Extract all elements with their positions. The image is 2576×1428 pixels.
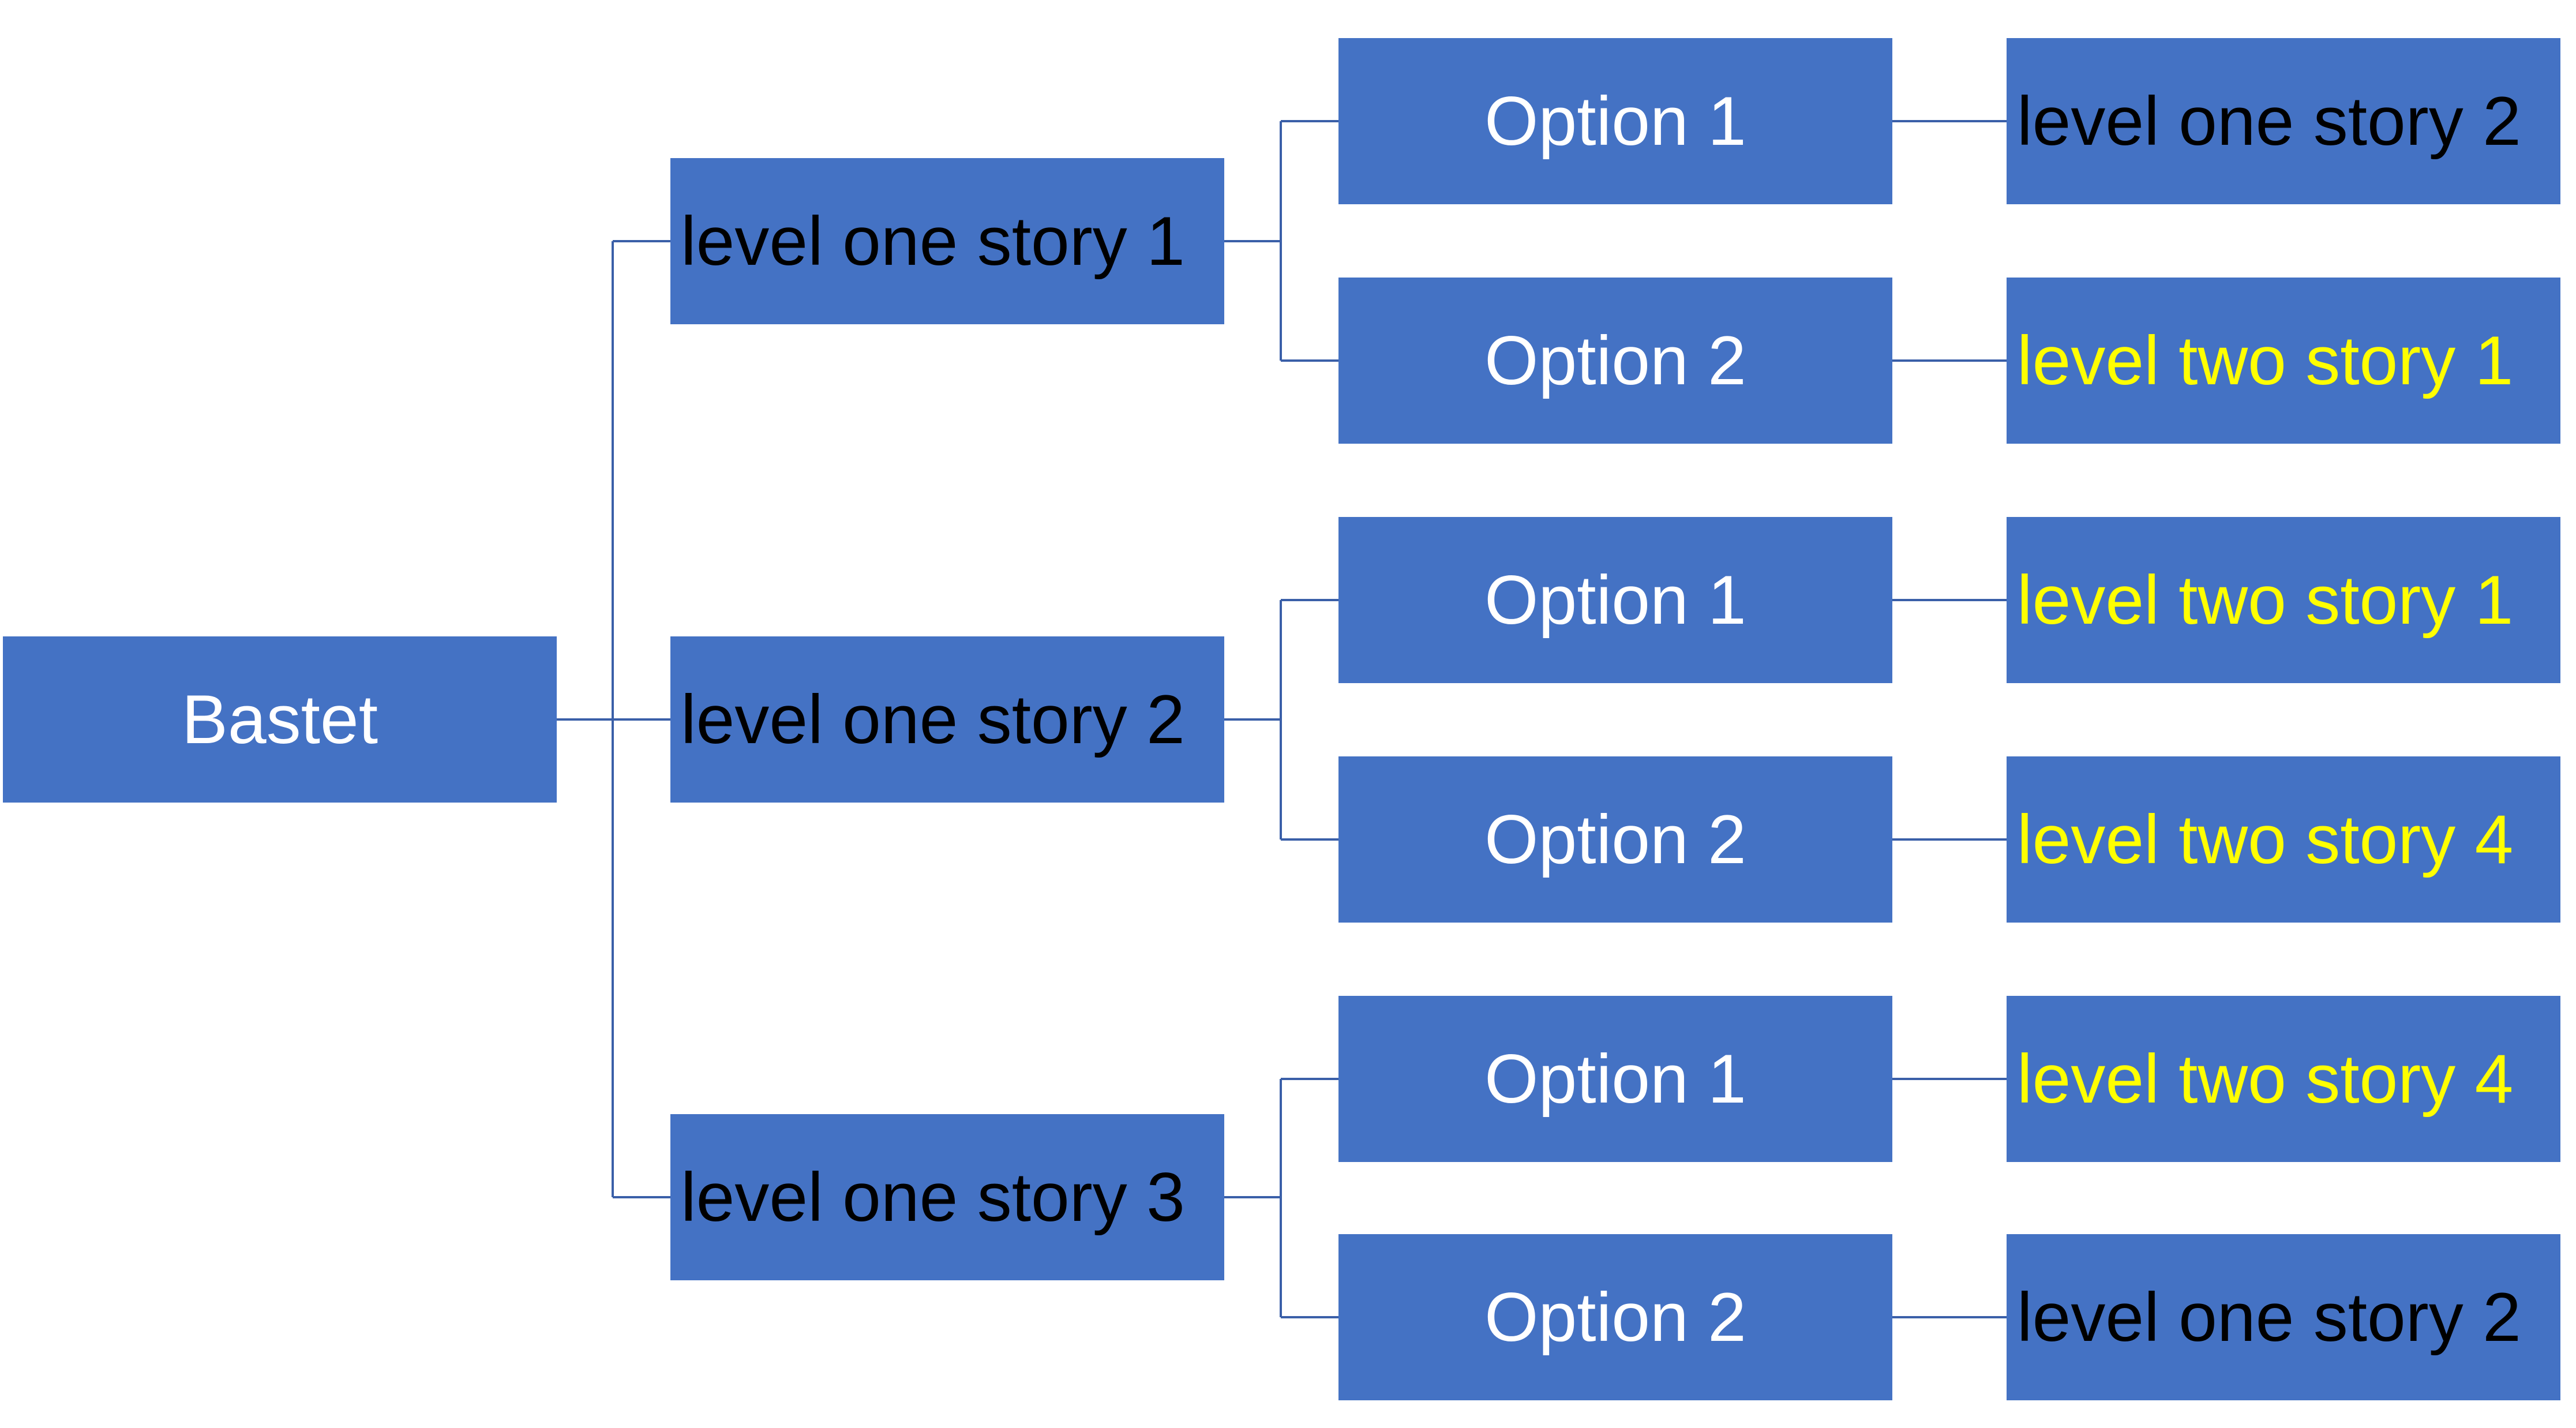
b2-option-1-label: Option 1: [1484, 561, 1746, 639]
branch-node-1: level one story 1: [670, 158, 1224, 324]
b2-o2-result-node: level two story 4: [2007, 756, 2560, 923]
branch-node-1-label: level one story 1: [681, 203, 1185, 280]
b1-o1-result-node: level one story 2: [2007, 38, 2560, 204]
b3-o1-result-label: level two story 4: [2017, 1040, 2514, 1118]
b2-option-2-node: Option 2: [1338, 756, 1892, 923]
b1-o2-result-label: level two story 1: [2017, 322, 2514, 399]
b2-o2-result-label: level two story 4: [2017, 801, 2514, 878]
b1-o1-result-label: level one story 2: [2017, 83, 2521, 160]
b2-o1-result-label: level two story 1: [2017, 561, 2514, 639]
b3-o1-result-node: level two story 4: [2007, 996, 2560, 1162]
b3-o2-result-node: level one story 2: [2007, 1234, 2560, 1400]
b3-o2-result-label: level one story 2: [2017, 1279, 2521, 1356]
b2-o1-result-node: level two story 1: [2007, 517, 2560, 683]
b3-option-1-label: Option 1: [1484, 1040, 1746, 1118]
b3-option-2-label: Option 2: [1484, 1279, 1746, 1356]
b1-o2-result-node: level two story 1: [2007, 278, 2560, 444]
b1-option-2-node: Option 2: [1338, 278, 1892, 444]
root-node-label: Bastet: [181, 681, 378, 758]
root-node: Bastet: [3, 636, 557, 803]
b1-option-1-label: Option 1: [1484, 83, 1746, 160]
branch-node-3: level one story 3: [670, 1114, 1224, 1280]
branch-node-2-label: level one story 2: [681, 681, 1185, 758]
branch-node-2: level one story 2: [670, 636, 1224, 803]
b1-option-1-node: Option 1: [1338, 38, 1892, 204]
branch-node-3-label: level one story 3: [681, 1159, 1185, 1236]
b3-option-2-node: Option 2: [1338, 1234, 1892, 1400]
b2-option-2-label: Option 2: [1484, 801, 1746, 878]
b2-option-1-node: Option 1: [1338, 517, 1892, 683]
b1-option-2-label: Option 2: [1484, 322, 1746, 399]
b3-option-1-node: Option 1: [1338, 996, 1892, 1162]
